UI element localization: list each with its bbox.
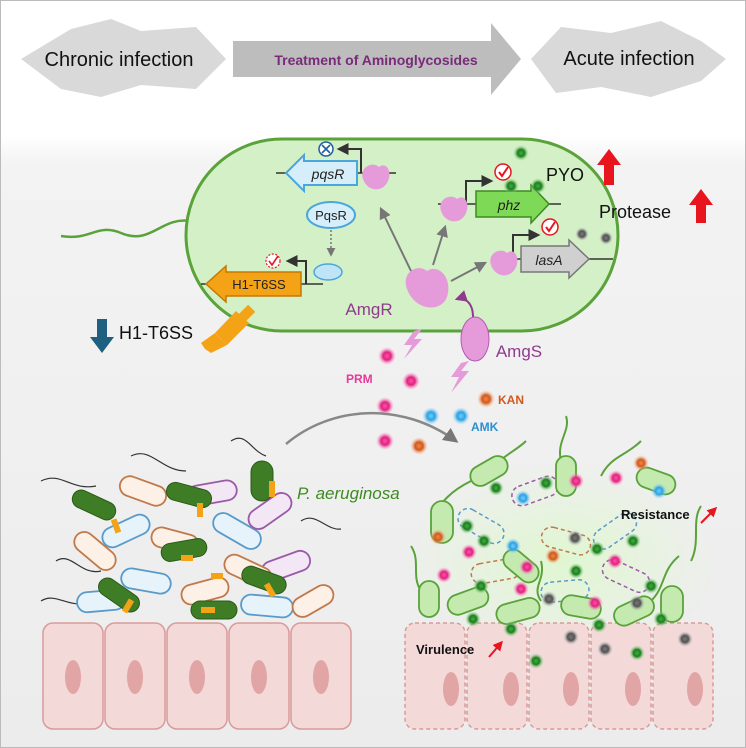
chronic-biofilm	[40, 437, 352, 730]
h1t6ss-gene-group: H1-T6SS	[201, 253, 323, 304]
signal-bolt-right	[451, 361, 469, 393]
phz-gene-arrow	[475, 183, 551, 225]
protease-label: Protease	[599, 202, 671, 222]
amk-label: AMK	[471, 420, 499, 434]
amgr-protein	[405, 268, 449, 308]
transition-arrow	[285, 411, 459, 445]
amgs-protein	[460, 316, 490, 362]
chronic-star	[21, 19, 226, 97]
organism-label: P. aeruginosa	[297, 484, 400, 503]
prm-label: PRM	[346, 372, 373, 386]
arrow-amgr-to-pqsr	[379, 206, 412, 272]
resistance-up-icon	[700, 506, 718, 524]
h1t6ss-promoter	[285, 255, 307, 284]
signal-bolt-left	[404, 329, 422, 359]
pyo-up-arrow	[597, 149, 621, 185]
active-check-icon-lasa	[541, 218, 559, 236]
pyo-dot	[513, 145, 529, 161]
lasa-gene-group: lasA	[490, 218, 613, 280]
amgr-blob-phz	[440, 196, 468, 222]
banner-treatment-label: Treatment of Aminoglycosides	[274, 52, 478, 68]
flagellum	[60, 219, 192, 239]
lasa-gene-arrow	[520, 238, 591, 280]
banner-acute-label: Acute infection	[563, 48, 694, 70]
amgs-label: AmgS	[496, 342, 542, 361]
h1t6ss-gene-label: H1-T6SS	[232, 277, 286, 292]
h1t6ss-gene-arrow	[204, 264, 302, 304]
lasa-promoter	[512, 229, 541, 259]
phz-promoter	[465, 175, 494, 204]
arrow-amgr-to-lasa	[450, 261, 488, 282]
banner-chronic-label: Chronic infection	[45, 49, 194, 71]
acute-infection: Resistance Virulence	[401, 415, 721, 730]
h1t6ss-down-arrow	[90, 319, 114, 353]
pqsr-gene-label: pqsR	[311, 166, 345, 182]
pqsr-promoter	[336, 143, 362, 173]
pqsr-protein	[306, 201, 356, 229]
banner: Chronic infection Treatment of Aminoglyc…	[21, 19, 726, 97]
arrow-amgr-to-phz	[432, 224, 448, 266]
acute-star	[531, 21, 726, 97]
pqsr-protein-label: PqsR	[315, 208, 347, 223]
virulence-label: Virulence	[416, 642, 474, 657]
phz-gene-label: phz	[497, 197, 521, 213]
pyo-dot	[530, 178, 546, 194]
treatment-arrow	[233, 23, 521, 95]
resistance-label: Resistance	[621, 507, 690, 522]
kan-label: KAN	[498, 393, 524, 407]
pyo-dot	[503, 178, 519, 194]
drug-molecules	[376, 347, 495, 455]
active-check-icon-phz	[494, 163, 512, 181]
virulence-up-icon	[488, 640, 503, 658]
pyo-label: PYO	[546, 165, 584, 185]
phz-gene-group: phz	[438, 163, 561, 225]
amgr-label: AmgR	[345, 300, 392, 319]
protease-dot	[575, 227, 589, 241]
arrow-amgs-to-amgr	[454, 290, 474, 318]
t6ss-syringe	[201, 304, 256, 353]
pqsr-gene-group: pqsR	[276, 141, 396, 194]
protease-up-arrow	[689, 189, 713, 223]
protease-dot	[599, 231, 613, 245]
amgr-blob-lasa	[490, 250, 518, 276]
pqsr-gene-arrow	[284, 152, 358, 194]
pqsr-small	[313, 263, 343, 281]
amgr-blob-pqsr	[362, 164, 390, 190]
lasa-gene-label: lasA	[535, 252, 562, 268]
h1t6ss-down-label: H1-T6SS	[119, 323, 193, 343]
